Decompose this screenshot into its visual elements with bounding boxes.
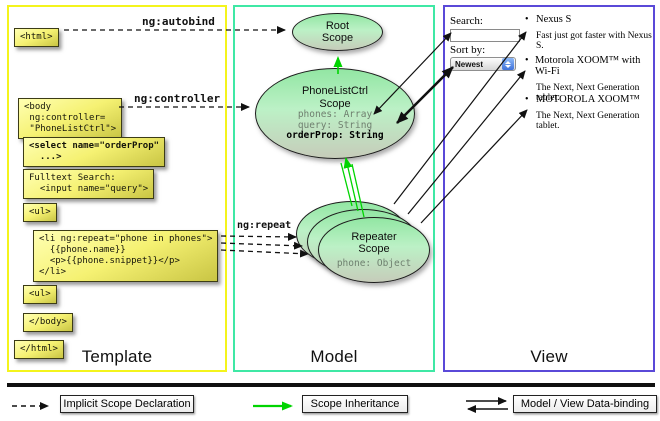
sort-dropdown[interactable]: Newest: [450, 57, 516, 71]
code-ul-close: <ul>: [23, 285, 57, 304]
dropdown-stepper-icon: [502, 58, 514, 70]
repeater-scope-title: Repeater Scope: [351, 230, 397, 256]
legend-model-view-data-binding: Model / View Data-binding: [513, 395, 657, 413]
code-body-close: </body>: [23, 313, 73, 332]
bullet-dot-icon: •: [525, 55, 529, 66]
scope-prop-orderprop: orderProp: String: [286, 130, 384, 142]
code-fulltext-search: Fulltext Search: <input name="query">: [23, 169, 155, 199]
phone-item-desc: Fast just got faster with Nexus S.: [536, 31, 652, 51]
phone-item-title: Nexus S: [536, 14, 572, 25]
code-body-open: <body ng:controller= "PhoneListCtrl">: [18, 98, 123, 139]
repeater-scope-ellipse: Repeater Scope phone: Object: [318, 217, 430, 283]
phonelistctrl-scope-title: PhoneListCtrl Scope: [301, 85, 369, 110]
search-input[interactable]: [450, 29, 520, 42]
ng-autobind-label: ng:autobind: [142, 15, 215, 28]
code-html-open: <html>: [14, 28, 59, 47]
scope-prop-query: query: String: [297, 119, 373, 131]
code-html-close: </html>: [14, 340, 64, 359]
sort-by-label: Sort by:: [450, 44, 486, 56]
root-scope-title: Root Scope: [321, 19, 354, 45]
model-column: Model: [233, 5, 435, 372]
sort-dropdown-value: Newest: [455, 59, 484, 69]
phone-item-title: MOTOROLA XOOM™: [536, 94, 640, 105]
view-column-title: View: [530, 347, 568, 366]
search-label: Search:: [450, 15, 483, 27]
code-ul-open: <ul>: [23, 203, 57, 222]
phonelistctrl-scope-ellipse: PhoneListCtrl Scope phones: Array query:…: [255, 68, 415, 159]
bullet-dot-icon: •: [525, 14, 529, 25]
model-column-title: Model: [310, 347, 358, 366]
ng-repeat-label: ng:repeat: [237, 220, 292, 231]
phone-list-item: • Nexus S Fast just got faster with Nexu…: [525, 14, 655, 51]
phone-item-desc: The Next, Next Generation tablet.: [536, 83, 640, 103]
phone-list-item: • Motorola XOOM™ with Wi-Fi The Next, Ne…: [525, 55, 655, 103]
code-select: <select name="orderProp" ...>: [23, 137, 166, 167]
phone-item-title: Motorola XOOM™ with Wi-Fi: [534, 55, 641, 77]
template-column-title: Template: [81, 347, 153, 366]
phone-item-desc: The Next, Next Generation tablet.: [536, 111, 640, 131]
legend-separator-line: [7, 383, 655, 387]
phone-list-item: • MOTOROLA XOOM™ The Next, Next Generati…: [525, 94, 655, 131]
scope-prop-phones: phones: Array: [297, 109, 373, 121]
bullet-dot-icon: •: [525, 94, 529, 105]
root-scope-ellipse: Root Scope: [292, 13, 383, 51]
ng-controller-label: ng:controller: [134, 92, 221, 105]
code-li-repeat: <li ng:repeat="phone in phones"> {{phone…: [33, 230, 219, 282]
legend-implicit-scope-declaration: Implicit Scope Declaration: [60, 395, 194, 413]
legend-scope-inheritance: Scope Inheritance: [302, 395, 408, 413]
scope-prop-phone: phone: Object: [336, 257, 412, 269]
